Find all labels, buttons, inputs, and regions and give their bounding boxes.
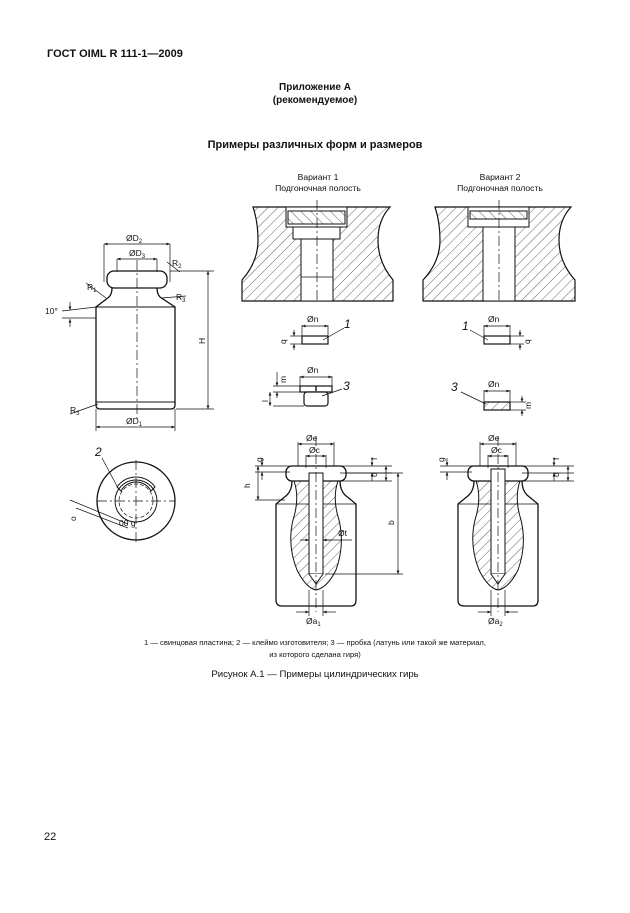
dim-f-v1-label: f xyxy=(369,457,379,460)
dim-r2-label: R2 xyxy=(172,258,182,270)
dim-d-v2-label: d xyxy=(551,472,561,477)
appendix-note: (рекомендуемое) xyxy=(272,95,358,106)
dim-t-label: Øt xyxy=(338,528,348,538)
dim-c-v1-label: Øc xyxy=(309,445,321,455)
callout-1-v1: 1 xyxy=(344,317,351,331)
dim-a2-label: Øa2 xyxy=(488,616,503,628)
dim-n-v1-plate-label: Øn xyxy=(307,314,319,324)
legend-line-2: из которого сделана гиря) xyxy=(269,650,361,659)
variant-2-weight-section xyxy=(457,436,539,612)
variant-1-top-section xyxy=(241,200,394,303)
dim-q-v2-label: q xyxy=(522,339,532,344)
dim-n-v1-plug-label: Øn xyxy=(307,365,319,375)
weight-side-view xyxy=(95,260,176,420)
dim-d2-label: ØD2 xyxy=(126,233,143,245)
stamp-text: 00 g xyxy=(119,518,136,528)
dim-m-v2-label: m xyxy=(523,402,533,409)
dim-e-v1-label: Øe xyxy=(306,433,318,443)
variant-1-sub: Подгоночная полость xyxy=(275,183,361,193)
callout-1-v2: 1 xyxy=(462,319,469,333)
dim-r3-upper-label: R3 xyxy=(176,292,186,304)
dim-b-label: b xyxy=(386,520,396,525)
dim-f-v2-label: f xyxy=(551,457,561,460)
figure-caption: Рисунок А.1 — Примеры цилиндрических гир… xyxy=(211,669,419,680)
dim-n-v2-plate-label: Øn xyxy=(488,314,500,324)
section-title: Примеры различных форм и размеров xyxy=(207,139,423,151)
page-number: 22 xyxy=(44,831,57,843)
callout-2: 2 xyxy=(94,445,102,459)
dim-a1-label: Øa1 xyxy=(306,616,321,628)
dim-c-v2-label: Øc xyxy=(491,445,503,455)
dim-d3-label: ØD3 xyxy=(129,248,146,260)
dim-g-v2-label: g xyxy=(436,457,446,462)
variant-2-top-section xyxy=(422,200,576,303)
dim-d-v1-label: d xyxy=(369,472,379,477)
dim-r3-lower-label: R3 xyxy=(70,405,80,417)
dim-l-label: l xyxy=(260,400,270,402)
dim-h-total-label: H xyxy=(197,338,207,344)
figure-legend: 1 — свинцовая пластина; 2 — клеймо изгот… xyxy=(60,637,570,661)
dim-n-v2-plug-label: Øn xyxy=(488,379,500,389)
variant-1-label: Вариант 1 xyxy=(297,172,339,182)
callout-3-v1: 3 xyxy=(343,379,350,393)
legend-line-1: 1 — свинцовая пластина; 2 — клеймо изгот… xyxy=(144,638,486,647)
dim-e-v2-label: Øe xyxy=(488,433,500,443)
callout-3-v2: 3 xyxy=(451,380,458,394)
variant-1-heading: Вариант 1 Подгоночная полость xyxy=(248,172,388,194)
variant-2-sub: Подгоночная полость xyxy=(457,183,543,193)
appendix-heading: Приложение А (рекомендуемое) xyxy=(0,81,630,107)
dim-q-v1-label: q xyxy=(278,339,288,344)
dim-d1-label: ØD1 xyxy=(126,416,143,428)
variant-2-heading: Вариант 2 Подгоночная полость xyxy=(430,172,570,194)
dim-g-v1-label: g xyxy=(254,457,264,462)
dim-o-label: o xyxy=(68,516,78,521)
weight-top-view xyxy=(96,460,176,542)
dim-m-v1-label: m xyxy=(278,376,288,383)
dim-h-cavity-label: h xyxy=(242,483,252,488)
dim-r1-label: R1 xyxy=(87,282,97,294)
document-header: ГОСТ OIML R 111-1—2009 xyxy=(47,48,183,60)
appendix-title: Приложение А xyxy=(279,82,351,93)
dim-angle-label: 10° xyxy=(45,306,58,316)
variant-2-label: Вариант 2 xyxy=(479,172,521,182)
variant-1-weight-section xyxy=(275,436,357,612)
